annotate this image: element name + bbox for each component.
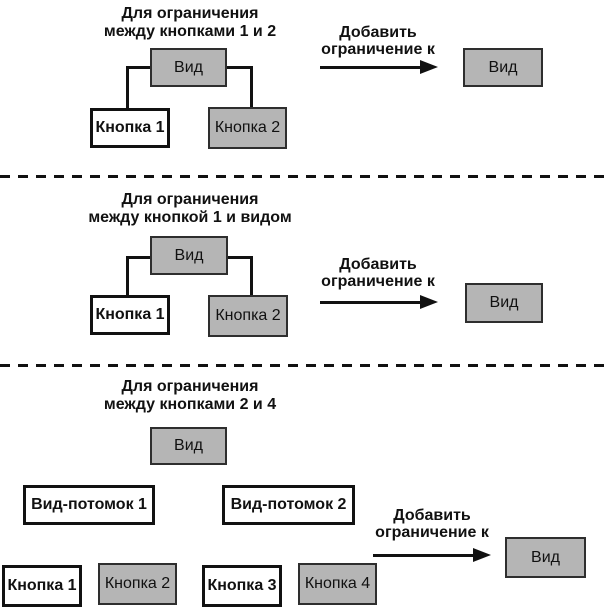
arrow-label: Добавить ограничение к [308, 256, 448, 290]
target-view-box: Вид [465, 283, 543, 323]
section3-title-line2: между кнопками 2 и 4 [103, 396, 277, 413]
arrow-label-line2: ограничение к [375, 524, 489, 541]
constraint-arrow-line [373, 554, 473, 557]
arrow-head-icon [420, 295, 438, 309]
section2-title-line2: между кнопкой 1 и видом [88, 209, 292, 226]
tree-connector [250, 66, 253, 107]
subview2-box: Вид-потомок 2 [222, 485, 355, 525]
button4-box: Кнопка 4 [298, 563, 377, 605]
arrow-label-line1: Добавить [393, 507, 471, 524]
tree-connector [126, 256, 129, 295]
tree-connector [126, 66, 129, 108]
subview1-box: Вид-потомок 1 [23, 485, 155, 525]
view-box: Вид [150, 236, 228, 275]
arrow-head-icon [420, 60, 438, 74]
button1-box: Кнопка 1 [90, 108, 170, 148]
button3-box: Кнопка 3 [202, 565, 282, 607]
button1-box: Кнопка 1 [2, 565, 82, 607]
section2-title-line1: Для ограничения [121, 191, 259, 208]
constraint-arrow-line [320, 301, 420, 304]
section3-title-line1: Для ограничения [121, 378, 259, 395]
tree-connector [250, 256, 253, 295]
arrow-label-line1: Добавить [339, 24, 417, 41]
tree-connector [126, 256, 150, 259]
section1-title-line1: Для ограничения [121, 5, 259, 22]
button2-box: Кнопка 2 [98, 563, 177, 605]
tree-connector [227, 66, 253, 69]
view-box: Вид [150, 427, 227, 465]
arrow-label-line1: Добавить [339, 256, 417, 273]
tree-connector [228, 256, 253, 259]
section1-title: Для ограничения между кнопками 1 и 2 [40, 5, 340, 41]
view-box: Вид [150, 48, 227, 87]
section-divider [0, 364, 605, 367]
arrow-label: Добавить ограничение к [362, 507, 502, 541]
arrow-label-line2: ограничение к [321, 41, 435, 58]
arrow-label: Добавить ограничение к [308, 24, 448, 58]
arrow-label-line2: ограничение к [321, 273, 435, 290]
target-view-box: Вид [463, 48, 543, 87]
button2-box: Кнопка 2 [208, 295, 288, 337]
section1-title-line2: между кнопками 1 и 2 [103, 23, 277, 40]
section2-title: Для ограничения между кнопкой 1 и видом [40, 191, 340, 227]
button1-box: Кнопка 1 [90, 295, 170, 335]
arrow-head-icon [473, 548, 491, 562]
tree-connector [126, 66, 150, 69]
section3-title: Для ограничения между кнопками 2 и 4 [40, 378, 340, 414]
constraint-arrow-line [320, 66, 420, 69]
button2-box: Кнопка 2 [208, 107, 287, 149]
section-divider [0, 175, 605, 178]
target-view-box: Вид [505, 537, 586, 578]
